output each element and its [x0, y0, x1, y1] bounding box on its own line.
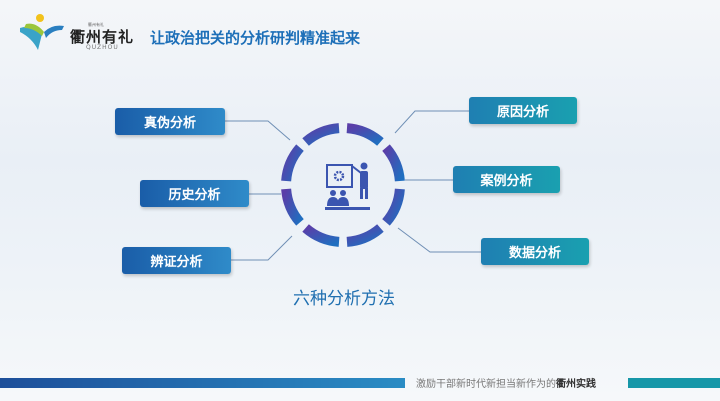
ring-segment [346, 123, 384, 146]
ring-segment [302, 224, 340, 247]
connector-lines [225, 110, 481, 261]
method-history-analysis: 历史分析 [140, 180, 249, 207]
method-cause-analysis: 原因分析 [469, 97, 577, 124]
connector-line [394, 110, 469, 134]
footer-text-main: 激励干部新时代新担当新作为的 [416, 379, 556, 390]
ring-segment [346, 224, 384, 247]
footer-text: 激励干部新时代新担当新作为的衢州实践 [416, 375, 596, 390]
quzhou-logo [20, 14, 64, 50]
brand-top: 衢州有礼 [88, 22, 104, 27]
segmented-ring [281, 123, 405, 247]
connector-line [225, 120, 291, 141]
footer-text-bold: 衢州实践 [556, 379, 596, 390]
method-dialectic-analysis: 辨证分析 [122, 247, 231, 274]
footer-bar-right [628, 378, 720, 388]
footer-bar-left [0, 378, 405, 388]
center-label: 六种分析方法 [293, 289, 395, 309]
ring-segment [302, 123, 340, 146]
method-data-analysis: 数据分析 [481, 238, 589, 265]
page-title: 让政治把关的分析研判精准起来 [150, 29, 361, 47]
ring-segment [281, 144, 304, 182]
method-truth-analysis: 真伪分析 [115, 108, 225, 135]
brand-sub: QUZHOU [86, 44, 119, 51]
connector-line [397, 227, 481, 253]
ring-segment [382, 188, 405, 226]
ring-segment [281, 188, 304, 226]
connector-line [231, 235, 293, 261]
presenter-icon [325, 162, 370, 210]
method-case-analysis: 案例分析 [453, 166, 560, 193]
brand-name: 衢州有礼 [70, 28, 135, 46]
ring-segment [382, 144, 405, 182]
